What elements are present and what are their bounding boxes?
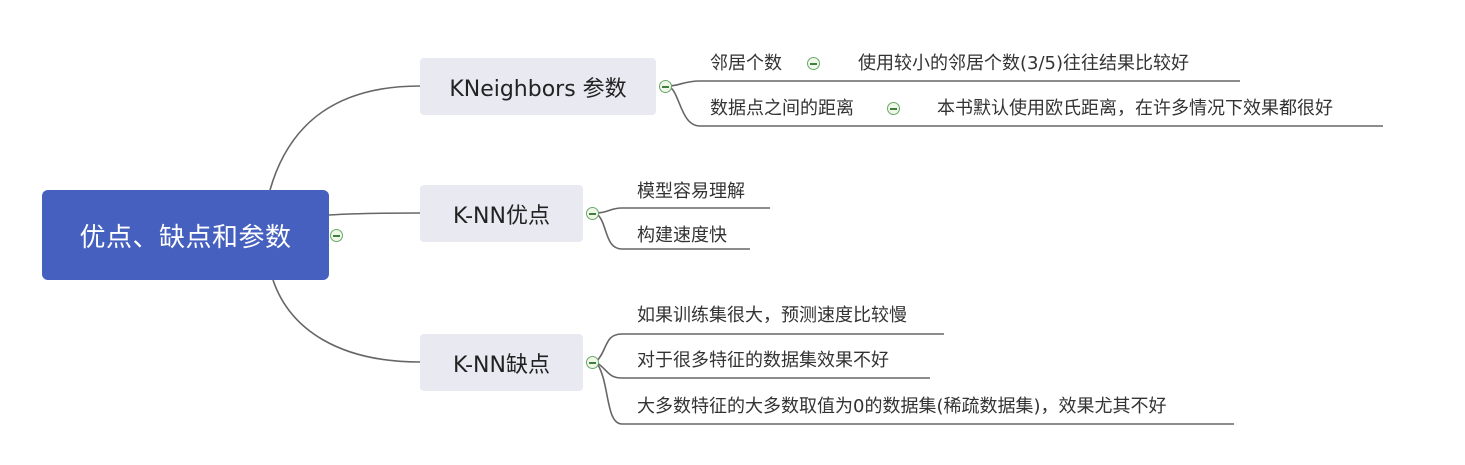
leaf-neighbor-count-label: 邻居个数 bbox=[710, 53, 782, 74]
leaf-slow-prediction-label: 如果训练集很大，预测速度比较慢 bbox=[637, 305, 907, 326]
leaf-point-distance-label: 数据点之间的距离 bbox=[710, 98, 854, 119]
leaf-many-features[interactable]: 对于很多特征的数据集效果不好 bbox=[637, 350, 889, 372]
branch-kneighbors-params[interactable]: KNeighbors 参数 bbox=[420, 58, 656, 115]
leaf-easy-to-understand-label: 模型容易理解 bbox=[637, 181, 745, 202]
branch-knn-pros-collapse-icon[interactable] bbox=[586, 207, 599, 220]
branch-knn-cons-label: K-NN缺点 bbox=[453, 352, 550, 378]
leaf-easy-to-understand[interactable]: 模型容易理解 bbox=[637, 181, 745, 203]
leaf-point-distance-detail[interactable]: 本书默认使用欧氏距离，在许多情况下效果都很好 bbox=[937, 98, 1333, 120]
leaf-slow-prediction[interactable]: 如果训练集很大，预测速度比较慢 bbox=[637, 305, 907, 327]
leaf-fast-build[interactable]: 构建速度快 bbox=[637, 225, 727, 247]
edge-root-to-cons bbox=[272, 279, 421, 363]
leaf-neighbor-count-detail-label: 使用较小的邻居个数(3/5)往往结果比较好 bbox=[858, 53, 1190, 74]
edge-root-to-pros bbox=[328, 212, 421, 216]
branch-knn-cons-collapse-icon[interactable] bbox=[586, 356, 599, 369]
edge-root-to-params bbox=[269, 85, 421, 191]
branch-knn-pros[interactable]: K-NN优点 bbox=[420, 185, 583, 242]
edge-pros-fast bbox=[595, 212, 750, 250]
branch-knn-cons[interactable]: K-NN缺点 bbox=[420, 334, 583, 391]
root-collapse-icon[interactable] bbox=[330, 229, 343, 242]
edge-params-neighbors bbox=[667, 80, 1240, 87]
branch-kneighbors-params-label: KNeighbors 参数 bbox=[449, 76, 627, 102]
leaf-neighbor-count[interactable]: 邻居个数 bbox=[710, 53, 782, 75]
root-topic[interactable]: 优点、缺点和参数 bbox=[42, 190, 329, 280]
edge-cons-features bbox=[595, 361, 930, 379]
edge-pros-understand bbox=[595, 207, 770, 214]
leaf-fast-build-label: 构建速度快 bbox=[637, 225, 727, 246]
leaf-many-features-label: 对于很多特征的数据集效果不好 bbox=[637, 350, 889, 371]
root-topic-label: 优点、缺点和参数 bbox=[79, 222, 292, 253]
edge-cons-slow bbox=[595, 333, 944, 363]
leaf-point-distance-collapse-icon[interactable] bbox=[887, 102, 900, 115]
edge-cons-sparse bbox=[595, 361, 1234, 425]
branch-kneighbors-params-collapse-icon[interactable] bbox=[659, 80, 672, 93]
leaf-point-distance[interactable]: 数据点之间的距离 bbox=[710, 98, 854, 120]
leaf-neighbor-count-collapse-icon[interactable] bbox=[807, 57, 820, 70]
leaf-point-distance-detail-label: 本书默认使用欧氏距离，在许多情况下效果都很好 bbox=[937, 98, 1333, 119]
leaf-neighbor-count-detail[interactable]: 使用较小的邻居个数(3/5)往往结果比较好 bbox=[858, 53, 1189, 75]
branch-knn-pros-label: K-NN优点 bbox=[453, 203, 550, 229]
leaf-sparse-data-label: 大多数特征的大多数取值为0的数据集(稀疏数据集)，效果尤其不好 bbox=[637, 396, 1167, 417]
leaf-sparse-data[interactable]: 大多数特征的大多数取值为0的数据集(稀疏数据集)，效果尤其不好 bbox=[637, 396, 1167, 418]
